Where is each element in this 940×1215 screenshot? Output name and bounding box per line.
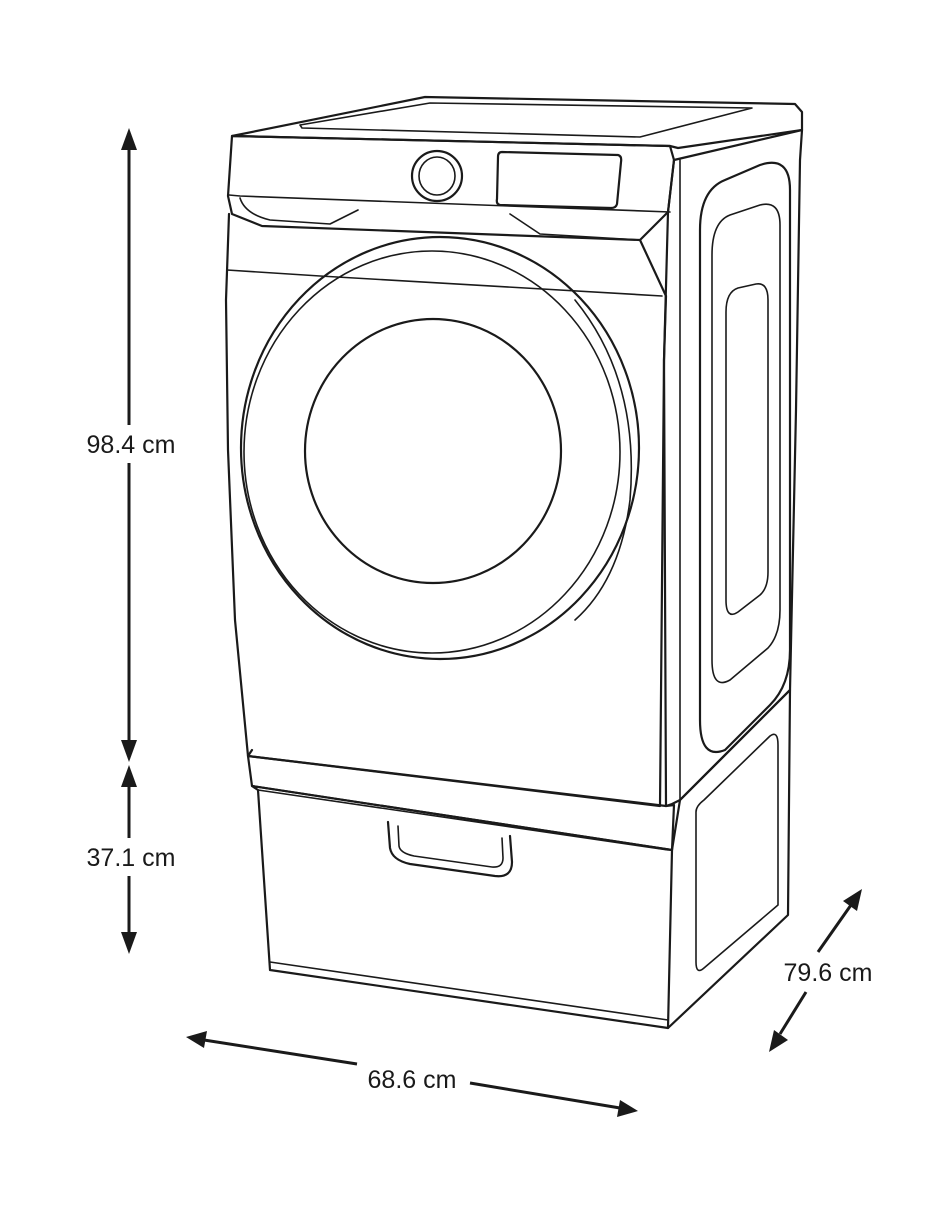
width-arrow-right bbox=[617, 1100, 638, 1117]
depth-arrow-top bbox=[843, 889, 862, 911]
pedestal-right-side bbox=[666, 688, 792, 1030]
dryer-top-panel-inset bbox=[299, 102, 753, 138]
door-bezel bbox=[243, 250, 621, 654]
pedestal-top-band bbox=[246, 748, 676, 852]
dryer-front-panel bbox=[224, 212, 668, 808]
dimension-width: 68.6 cm bbox=[186, 1031, 638, 1117]
front-panel-seam bbox=[226, 269, 663, 297]
dimension-depth: 79.6 cm bbox=[769, 889, 872, 1052]
pedestal-front bbox=[250, 784, 674, 1030]
dimension-pedestal-height: 37.1 cm bbox=[78, 765, 182, 954]
width-line-right bbox=[469, 1081, 621, 1110]
drawer-handle-inner bbox=[397, 825, 504, 868]
side-panel-emboss-outer bbox=[698, 161, 792, 753]
dryer-height-label-bg bbox=[78, 425, 182, 463]
pedestal-height-arrow-bottom bbox=[121, 932, 137, 954]
display-screen bbox=[495, 150, 623, 210]
pedestal-height-label-bg bbox=[78, 838, 182, 876]
depth-label: 79.6 cm bbox=[784, 959, 873, 987]
dryer-height-arrow-bottom bbox=[121, 740, 137, 762]
control-knob bbox=[410, 149, 464, 203]
pedestal-unit bbox=[246, 688, 792, 1030]
door-hinge-edge bbox=[574, 299, 633, 621]
pedestal-drawer-top-edge bbox=[257, 789, 669, 851]
drawer-handle bbox=[386, 820, 514, 878]
dryer-right-side bbox=[662, 128, 804, 808]
depth-line-upper bbox=[816, 904, 853, 953]
detergent-drawer-lip bbox=[239, 197, 359, 225]
dryer-height-label: 98.4 cm bbox=[87, 431, 176, 459]
door-glass bbox=[303, 317, 563, 585]
side-panel-emboss-middle bbox=[711, 203, 781, 684]
depth-arrow-bottom bbox=[769, 1030, 788, 1052]
pedestal-height-label: 37.1 cm bbox=[87, 844, 176, 872]
width-arrow-left bbox=[186, 1031, 207, 1048]
door-outer-ring bbox=[239, 235, 641, 661]
pedestal-bottom-edge bbox=[269, 961, 669, 1021]
panel-right-lip bbox=[509, 213, 641, 241]
pedestal-height-arrow-top bbox=[121, 765, 137, 787]
dryer-unit bbox=[224, 95, 804, 808]
dimension-dryer-height: 98.4 cm bbox=[78, 128, 182, 762]
pedestal-side-recess bbox=[695, 733, 779, 972]
side-panel-emboss-inner bbox=[725, 283, 769, 616]
control-knob-outer bbox=[410, 149, 464, 203]
dryer-door bbox=[239, 235, 641, 661]
control-knob-inner bbox=[418, 156, 456, 196]
width-line-left bbox=[203, 1038, 358, 1066]
width-label: 68.6 cm bbox=[368, 1066, 457, 1094]
dryer-height-arrow-top bbox=[121, 128, 137, 150]
depth-line-lower bbox=[778, 991, 808, 1035]
dryer-top-surface bbox=[230, 95, 804, 150]
